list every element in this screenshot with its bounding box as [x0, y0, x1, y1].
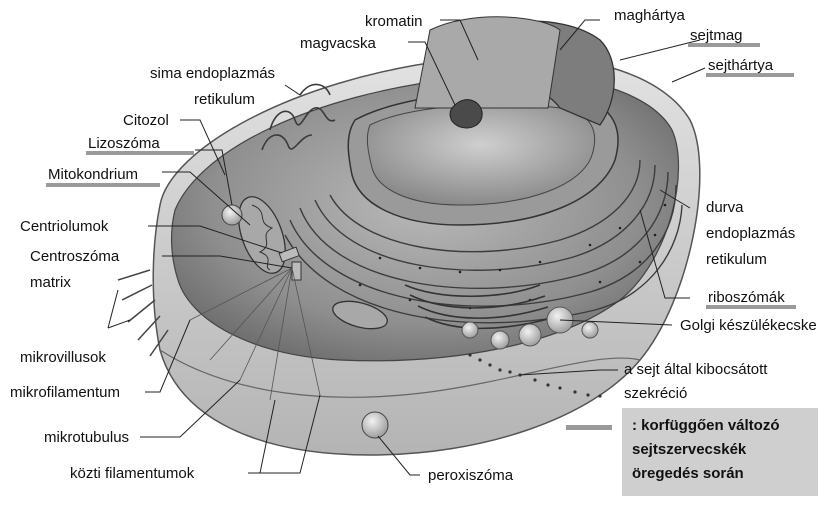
label-mikrofilamentum: mikrofilamentum: [10, 384, 120, 401]
nucleus: [348, 17, 618, 225]
label-kozti-filamentumok: közti filamentumok: [70, 465, 195, 482]
label-mikrovillusok: mikrovillusok: [20, 349, 106, 366]
label-magvacska: magvacska: [300, 35, 377, 52]
legend-box: : korfüggően változó sejtszervecskék öre…: [622, 408, 818, 496]
label-mikrotubulus: mikrotubulus: [44, 429, 129, 446]
label-peroxiszoma: peroxiszóma: [428, 467, 514, 484]
legend-line-2: sejtszervecskék: [632, 440, 746, 460]
label-durva-er-1: durva: [706, 199, 744, 216]
label-durva-er-2: endoplazmás: [706, 225, 795, 242]
label-centroszoma-2: matrix: [30, 274, 71, 291]
label-sejthartya: sejthártya: [708, 57, 774, 74]
legend-line-3: öregedés során: [632, 464, 744, 484]
label-maghartya: maghártya: [614, 7, 686, 24]
label-centriolumok: Centriolumok: [20, 218, 109, 235]
label-szekrecio-1: a sejt által kibocsátott: [624, 361, 768, 378]
label-citozol: Citozol: [123, 112, 169, 129]
label-riboszomak: riboszómák: [708, 289, 785, 306]
label-sima-er-2: retikulum: [194, 91, 255, 108]
peroxisome: [362, 412, 388, 438]
label-kromatin: kromatin: [365, 13, 423, 30]
label-sejtmag: sejtmag: [690, 27, 743, 44]
label-mitokondrium: Mitokondrium: [48, 166, 138, 183]
label-golgi: Golgi készülékecske: [680, 317, 817, 334]
label-durva-er-3: retikulum: [706, 251, 767, 268]
label-szekrecio-2: szekréció: [624, 385, 687, 402]
legend-swatch: [566, 425, 612, 430]
label-centroszoma-1: Centroszóma: [30, 248, 120, 265]
label-sima-er-1: sima endoplazmás: [150, 65, 275, 82]
legend-line-1: : korfüggően változó: [632, 416, 780, 436]
label-lizoszoma: Lizoszóma: [88, 135, 160, 152]
